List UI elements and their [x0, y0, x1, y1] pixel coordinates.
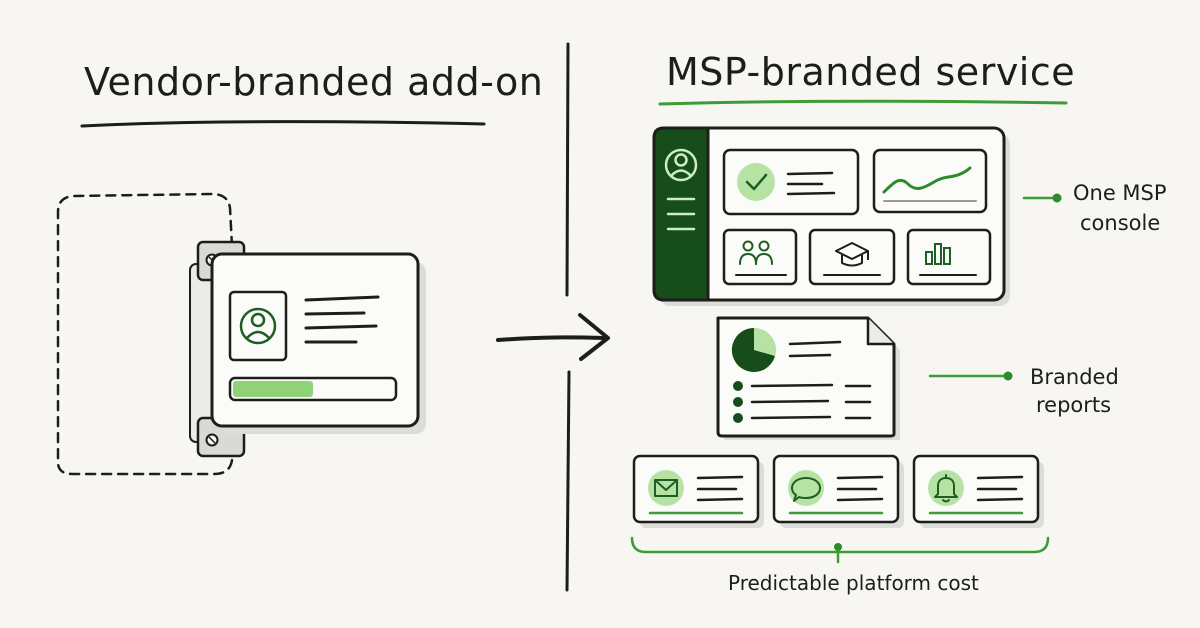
sidebar-user-icon [664, 148, 698, 182]
tile-users [722, 228, 798, 286]
cost-label: Predictable platform cost [728, 571, 979, 595]
channel-cards [632, 454, 1044, 528]
mail-icon [654, 479, 678, 497]
tile-trend [872, 148, 988, 214]
vendor-section-title: Vendor-branded add-on [84, 60, 544, 104]
right-title-underline [658, 99, 1068, 106]
reports-label-line2: reports [1036, 393, 1112, 417]
text-lines [304, 295, 380, 344]
line-chart-icon [882, 166, 972, 194]
users-icon [739, 240, 773, 265]
tile-training [808, 228, 896, 286]
transition-arrow [496, 313, 610, 361]
bar-chart-icon [925, 243, 951, 265]
sidebar-menu-icon [666, 197, 696, 231]
pie-chart-icon [731, 327, 776, 372]
reports-connector [928, 371, 1013, 381]
center-divider [565, 42, 571, 592]
vendor-addon-illustration [56, 192, 426, 476]
progress-fill [233, 381, 313, 397]
left-title-underline [80, 120, 486, 128]
page-fold [866, 318, 894, 346]
reports-label-line1: Branded [1030, 365, 1119, 389]
console-connector [1022, 193, 1062, 203]
cost-brace [630, 536, 1050, 564]
chat-icon [791, 477, 821, 502]
check-icon [745, 173, 768, 191]
branded-report [716, 316, 900, 440]
bell-icon [934, 474, 958, 503]
graduation-cap-icon [835, 242, 869, 267]
msp-section-title: MSP-branded service [666, 50, 1076, 94]
dashed-outline [56, 192, 234, 476]
report-bullets [733, 381, 743, 423]
console-label-line1: One MSP [1073, 181, 1167, 205]
user-icon [239, 307, 277, 345]
msp-console [652, 126, 1010, 306]
console-label-line2: console [1080, 211, 1161, 235]
